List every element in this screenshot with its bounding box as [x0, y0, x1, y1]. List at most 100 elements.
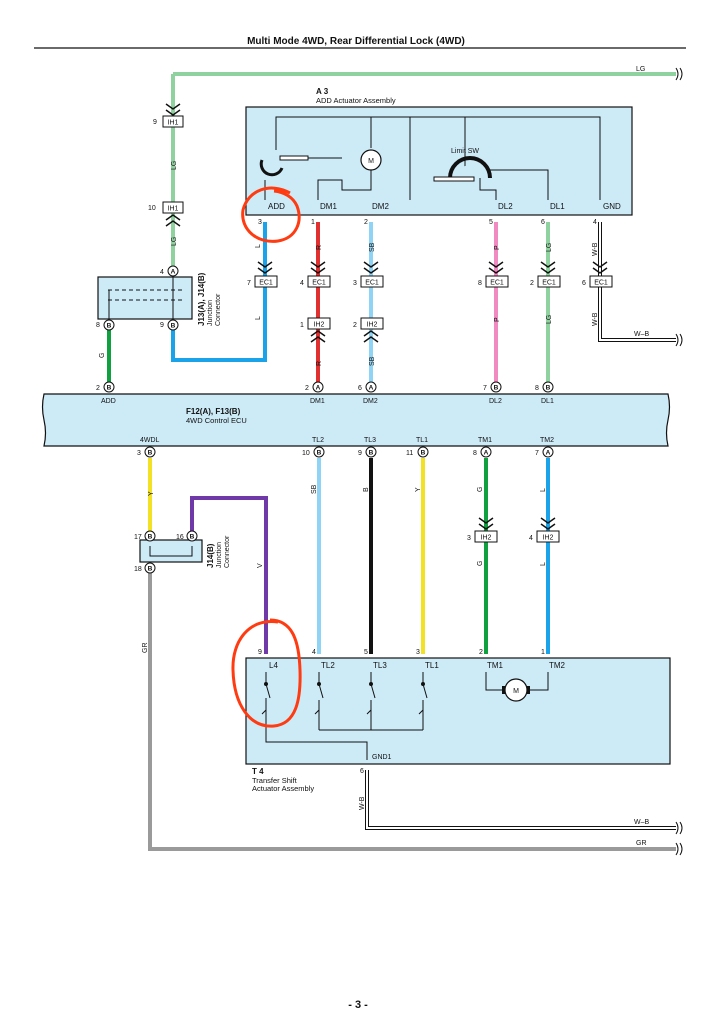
add-switch-icon: [259, 159, 284, 177]
svg-text:DL2: DL2: [489, 398, 502, 405]
svg-text:B: B: [494, 385, 499, 392]
t4-pin-labels: L4 TL2 TL3 TL1 TM1 TM2: [269, 661, 566, 670]
svg-text:B: B: [317, 450, 322, 457]
ec1-dl2: EC1: [485, 261, 509, 288]
svg-text:16: 16: [176, 534, 184, 541]
svg-text:11: 11: [406, 450, 413, 457]
j14-label: J14(B) Junction Connector: [206, 535, 231, 568]
svg-text:9: 9: [358, 450, 362, 457]
wire-label-g-tm1-2: G: [477, 561, 484, 566]
red-circle-l4-marker: [231, 618, 302, 728]
wires: [107, 72, 676, 851]
wire-label-y-tl1: Y: [415, 487, 422, 492]
wire-label-sb-1: SB: [369, 242, 376, 252]
j13-label: J13(A), J14(B) Junction Connector: [197, 272, 222, 326]
ecu-pin-dl2: B: [490, 381, 502, 393]
wire-wb-gnd1: [365, 770, 676, 830]
ec1-gnd: EC1: [589, 261, 613, 288]
svg-text:M: M: [513, 688, 519, 695]
svg-text:2: 2: [530, 280, 534, 287]
svg-text:TL3: TL3: [373, 661, 387, 670]
svg-text:TM2: TM2: [540, 437, 554, 444]
ecu-bottom-pin-numbers: 3 10 9 11 8 7: [137, 450, 539, 457]
ih2-dm2: IH2: [360, 317, 384, 343]
t4-motor-icon: M: [502, 678, 530, 702]
j13-pin-num-8: 8: [96, 322, 100, 329]
ec1-add: EC1: [254, 261, 278, 288]
svg-text:17: 17: [134, 534, 142, 541]
j13-pin-b9: B: [167, 319, 179, 331]
wire-label-p-2: P: [494, 317, 501, 322]
ih1-connector-top: IH1: [162, 103, 184, 128]
svg-text:TL3: TL3: [364, 437, 376, 444]
wire-label-b-tl3: B: [363, 487, 370, 492]
svg-text:A: A: [369, 385, 374, 392]
svg-text:DM1: DM1: [310, 398, 325, 405]
wire-label-r-1: R: [316, 245, 323, 250]
svg-text:A: A: [316, 385, 321, 392]
wire-label-wb-1: W-B: [592, 242, 599, 256]
ecu-pin-tm2: A: [542, 446, 554, 458]
ih1-pin-mid: 10: [148, 205, 156, 212]
svg-text:Connector: Connector: [224, 535, 231, 568]
a3-pin-numbers: 3 1 2 5 6 4: [258, 219, 597, 226]
ec1-pin-numbers: 7 4 3 8 2 6: [247, 280, 586, 287]
svg-text:Junction: Junction: [207, 300, 214, 326]
ecu-box: [41, 393, 671, 447]
svg-text:3: 3: [258, 219, 262, 226]
j14-junction-connector: [139, 539, 203, 563]
svg-text:IH2: IH2: [314, 322, 325, 329]
ecu-pin-add: B: [103, 381, 115, 393]
page-title: Multi Mode 4WD, Rear Differential Lock (…: [247, 36, 465, 47]
svg-text:EC1: EC1: [594, 280, 608, 287]
svg-text:2: 2: [364, 219, 368, 226]
ecu-code: F12(A), F13(B): [186, 407, 241, 416]
svg-text:TM2: TM2: [549, 661, 566, 670]
wire-label-g: G: [99, 353, 106, 358]
svg-text:TL1: TL1: [416, 437, 428, 444]
svg-text:9: 9: [258, 649, 262, 656]
ih1-pin-top: 9: [153, 119, 157, 126]
ecu-pin-tl3: B: [365, 446, 377, 458]
a3-pin-add: ADD: [268, 202, 285, 211]
a3-pin-gnd: GND: [603, 202, 621, 211]
a3-pin-dm1: DM1: [320, 202, 337, 211]
svg-text:ADD: ADD: [101, 398, 116, 405]
svg-text:IH2: IH2: [367, 322, 378, 329]
svg-text:B: B: [107, 385, 112, 392]
svg-text:TM1: TM1: [478, 437, 492, 444]
ecu-top-pin-labels: ADD DM1 DM2 DL2 DL1: [101, 398, 554, 405]
a3-pin-dm2: DM2: [372, 202, 389, 211]
wire-label-l-upper: L: [255, 244, 262, 248]
svg-text:2: 2: [479, 649, 483, 656]
svg-text:B: B: [171, 323, 176, 330]
svg-text:B: B: [421, 450, 426, 457]
svg-text:TL2: TL2: [312, 437, 324, 444]
j14-pin-16: B: [186, 530, 198, 542]
svg-text:8: 8: [535, 385, 539, 392]
ecu-pin-dm1: A: [312, 381, 324, 393]
wire-label-wb-3: W-B: [359, 796, 366, 810]
j14-pin-17: B: [144, 530, 156, 542]
svg-text:IH2: IH2: [481, 535, 492, 542]
a3-name: ADD Actuator Assembly: [316, 96, 396, 105]
wire-label-r-3: R: [316, 361, 323, 366]
a3-pin-dl1: DL1: [550, 202, 565, 211]
svg-text:TL1: TL1: [425, 661, 439, 670]
wire-label-g-tm1: G: [477, 487, 484, 492]
limit-sw-label: Limit SW: [451, 148, 479, 155]
t4-actuator-box: [245, 657, 671, 765]
svg-text:DM2: DM2: [363, 398, 378, 405]
svg-text:IH2: IH2: [543, 535, 554, 542]
ecu-pin-tm1: A: [480, 446, 492, 458]
page-number: - 3 -: [348, 999, 368, 1011]
wire-label-sb-2: SB: [369, 356, 376, 366]
ec1-row: EC1 EC1 EC1 EC1 EC1 EC1: [254, 261, 613, 288]
ecu-pin-dl1: B: [542, 381, 554, 393]
t4-gnd-pin: 6: [360, 768, 364, 775]
wire-label-lg-2: LG: [171, 237, 178, 246]
svg-text:M: M: [368, 158, 374, 165]
wire-label-v: V: [257, 563, 264, 568]
svg-text:EC1: EC1: [259, 280, 273, 287]
